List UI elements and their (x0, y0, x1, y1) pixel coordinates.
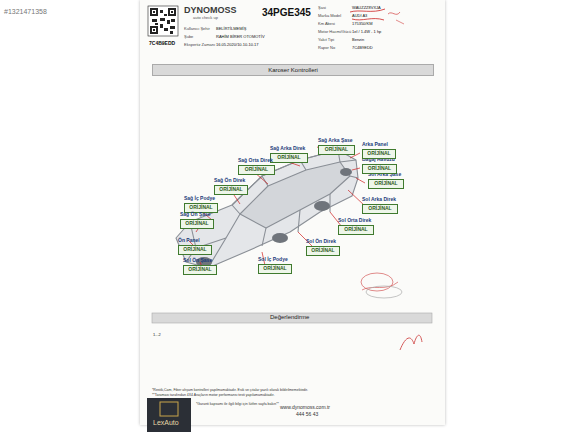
part-check: Sağ Ön ŞaseORİJİNAL (180, 212, 214, 229)
part-name: Arka Panel (362, 142, 396, 148)
part-check: Sağ Ön DirekORİJİNAL (214, 178, 248, 195)
report-code: 7C4B9EDD (149, 41, 175, 47)
field-value: Benzin (352, 38, 364, 42)
field-name: Motor Hacmi/Gücü (318, 30, 351, 34)
part-name: Sol İç Podye (258, 257, 292, 263)
status-box: ORİJİNAL (338, 225, 374, 235)
part-check: Bagaj HavuzuORİJİNAL (362, 157, 397, 174)
field-name: Şube (184, 35, 193, 39)
part-check: Sol Arka ŞaseORİJİNAL (368, 172, 404, 189)
part-name: Sol Arka Direk (362, 197, 398, 203)
brand-logo: DYNOMOSS (184, 6, 237, 16)
footnote: **Taraması tarafından 4X4 Araçların moto… (152, 394, 274, 398)
website: www.dynomoss.com.tr (280, 405, 330, 411)
field-name: Ekspertiz Zamanı (184, 43, 215, 47)
part-check: Arka PanelORİJİNAL (362, 142, 396, 159)
field-value: RAHİM BİRER OTOMOTİV (216, 35, 265, 39)
part-name: Sağ Ön Şase (180, 212, 214, 218)
part-name: Sağ Arka Şase (318, 138, 355, 144)
part-name: Sağ Ön Direk (214, 178, 248, 184)
status-box: ORİJİNAL (362, 204, 398, 214)
status-box: ORİJİNAL (258, 264, 292, 274)
field-value: 16.05.2020/10.10-10.17 (216, 43, 258, 47)
field-value: AUDI A3 (352, 14, 367, 18)
section-heading: Karoser Kontrolleri (152, 64, 434, 76)
status-box: ORİJİNAL (180, 219, 214, 229)
watermark: #1321471358 (4, 8, 47, 16)
field-name: Şasi (318, 6, 326, 10)
part-name: Sol Ön Şase (183, 258, 217, 264)
part-check: Sol Orta DirekORİJİNAL (338, 218, 374, 235)
field-name: Km Abesi (318, 22, 335, 26)
part-check: Sağ Arka ŞaseORİJİNAL (318, 138, 355, 155)
phone-number: 444 56 43 (296, 412, 318, 418)
status-box: ORİJİNAL (306, 246, 340, 256)
field-name: Marka Model (318, 14, 341, 18)
part-check: Ön PanelORİJİNAL (178, 238, 212, 255)
part-name: Ön Panel (178, 238, 212, 244)
part-check: Sol Ön ŞaseORİJİNAL (183, 258, 217, 275)
section-heading: Değerlendirme (270, 314, 309, 321)
part-check: Sağ Arka DirekORİJİNAL (270, 146, 308, 163)
part-check: Sağ Orta DirekORİJİNAL (238, 158, 275, 175)
status-box: ORİJİNAL (270, 153, 308, 163)
status-box: ORİJİNAL (318, 145, 355, 155)
status-box: ORİJİNAL (362, 164, 397, 174)
status-box: ORİJİNAL (183, 265, 217, 275)
part-name: Sol Orta Direk (338, 218, 374, 224)
field-name: Yakıt Tipi (318, 38, 334, 42)
part-check: Sağ İç PodyeORİJİNAL (184, 196, 218, 213)
part-name: Sağ İç Podye (184, 196, 218, 202)
plate-number: 34PGE345 (262, 7, 311, 18)
company-logo: LexAuto (153, 419, 179, 427)
part-check: Sol İç PodyeORİJİNAL (258, 257, 292, 274)
brand-slogan: auto check up (193, 16, 218, 20)
field-value: WAUZZZ8VXJA (352, 6, 381, 10)
status-box: ORİJİNAL (178, 245, 212, 255)
footnote: *Garanti kapsamı ile ilgili bilgi için l… (196, 403, 279, 407)
part-check: Sol Ön DirekORİJİNAL (306, 239, 340, 256)
field-name: Kullanıcı Şehir (184, 27, 210, 31)
footnote: *Restik,Cam, Fiber ahşam kontrolleri yap… (152, 389, 308, 393)
status-box: ORİJİNAL (238, 165, 275, 175)
field-value: 7C4B9EDD (352, 46, 373, 50)
part-check: Sol Arka DirekORİJİNAL (362, 197, 398, 214)
status-box: ORİJİNAL (368, 179, 404, 189)
field-name: Rapor No (318, 46, 335, 50)
field-value: BELİRTİLMEMİŞ (216, 27, 246, 31)
part-name: Sağ Arka Direk (270, 146, 308, 152)
part-name: Sağ Orta Direk (238, 158, 275, 164)
field-value: 175350/KM (352, 22, 372, 26)
status-box: ORİJİNAL (362, 149, 396, 159)
evaluation-text: 1...2 (153, 333, 161, 337)
part-name: Sol Ön Direk (306, 239, 340, 245)
status-box: ORİJİNAL (184, 203, 218, 213)
field-value: 1el / 1.4W - 1 hp (352, 30, 381, 34)
status-box: ORİJİNAL (214, 185, 248, 195)
